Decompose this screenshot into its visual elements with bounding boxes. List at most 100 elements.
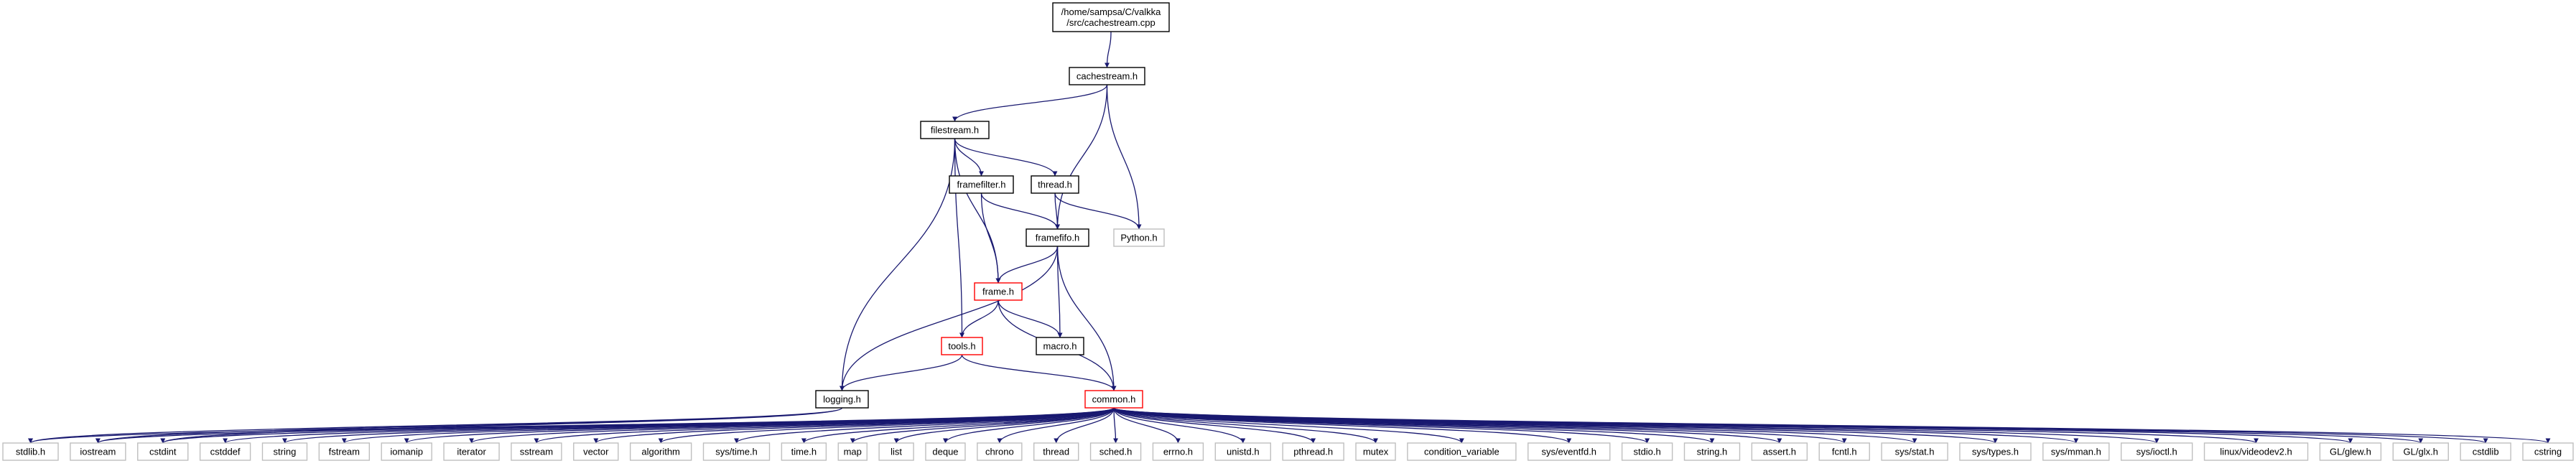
node-sysstat: sys/stat.h: [1881, 442, 1948, 461]
node-label: sched.h: [1099, 447, 1133, 457]
node-box: [1881, 442, 1948, 461]
node-box: [941, 337, 983, 355]
edge-common-to-eventfd: [1113, 407, 1572, 444]
edge-framefilter-to-framefifo: [980, 192, 1060, 230]
node-box: [629, 442, 692, 461]
node-label: /home/sampsa/C/valkka: [1061, 6, 1161, 17]
node-label: GL/glx.h: [2404, 447, 2438, 457]
node-filestream[interactable]: filestream.h: [920, 121, 990, 139]
node-label: string.h: [1697, 447, 1728, 457]
node-box: [1026, 228, 1089, 247]
node-label: sys/stat.h: [1895, 447, 1935, 457]
node-label: cachestream.h: [1077, 71, 1138, 82]
node-label: sys/mman.h: [2051, 447, 2101, 457]
edge-filestream-to-framefilter: [954, 138, 984, 177]
edge-thread-to-framefifo: [1054, 192, 1060, 230]
node-box: [781, 442, 827, 461]
node-box: [70, 442, 126, 461]
node-label: /src/cachestream.cpp: [1066, 17, 1156, 28]
node-systypes: sys/types.h: [1959, 442, 2032, 461]
edge-filestream-to-tools: [954, 138, 964, 338]
node-label: cstring: [2534, 447, 2562, 457]
node-root[interactable]: /home/sampsa/C/valkka/src/cachestream.cp…: [1052, 2, 1170, 32]
node-threadstd: thread: [1033, 442, 1079, 461]
node-framefifo[interactable]: framefifo.h: [1026, 228, 1089, 247]
node-cstdlib: cstdlib: [2460, 442, 2511, 461]
node-label: time.h: [791, 447, 817, 457]
node-box: [1407, 442, 1517, 461]
edge-framefifo-to-common: [1056, 246, 1117, 391]
node-box: [1089, 442, 1142, 461]
node-cstdint: cstdint: [137, 442, 189, 461]
node-framefilter[interactable]: framefilter.h: [949, 175, 1014, 194]
node-glew: GL/glew.h: [2319, 442, 2382, 461]
node-box: [199, 442, 251, 461]
node-common[interactable]: common.h: [1084, 390, 1143, 409]
edge-thread-to-python: [1054, 192, 1142, 230]
node-list: list: [878, 442, 914, 461]
node-box: [837, 442, 868, 461]
node-unistd: unistd.h: [1214, 442, 1271, 461]
edge-common-to-errno: [1113, 407, 1181, 444]
node-errno: errno.h: [1152, 442, 1204, 461]
node-label: framefifo.h: [1036, 233, 1079, 243]
node-box: [1052, 2, 1170, 32]
node-label: iterator: [457, 447, 486, 457]
node-box: [1959, 442, 2032, 461]
edge-filestream-to-frame: [954, 138, 1001, 284]
node-cachestream[interactable]: cachestream.h: [1069, 67, 1145, 85]
node-box: [977, 442, 1023, 461]
node-box: [2042, 442, 2110, 461]
node-label: tools.h: [948, 341, 975, 352]
node-box: [1152, 442, 1204, 461]
node-sysioctl: sys/ioctl.h: [2120, 442, 2193, 461]
node-label: thread.h: [1038, 180, 1072, 190]
node-systime: sys/time.h: [702, 442, 771, 461]
node-assert: assert.h: [1751, 442, 1808, 461]
node-logging[interactable]: logging.h: [815, 390, 869, 409]
node-box: [2460, 442, 2511, 461]
node-box: [878, 442, 914, 461]
node-box: [1036, 337, 1084, 355]
node-thread[interactable]: thread.h: [1031, 175, 1079, 194]
node-box: [1113, 228, 1165, 247]
node-box: [2203, 442, 2309, 461]
node-sched: sched.h: [1089, 442, 1142, 461]
node-fstream: fstream: [318, 442, 371, 461]
edge-common-to-deque: [943, 407, 1115, 444]
node-box: [318, 442, 371, 461]
node-box: [1355, 442, 1396, 461]
node-box: [949, 175, 1014, 194]
edge-common-to-unistd: [1113, 407, 1246, 444]
edge-framefifo-to-logging: [840, 246, 1059, 391]
node-frame[interactable]: frame.h: [974, 282, 1023, 301]
node-label: Python.h: [1120, 233, 1157, 243]
node-label: linux/videodev2.h: [2220, 447, 2292, 457]
node-box: [815, 390, 869, 409]
node-cstddef: cstddef: [199, 442, 251, 461]
edge-common-to-threadstd: [1054, 407, 1115, 444]
edge-frame-to-tools: [959, 299, 999, 338]
node-label: iomanip: [390, 447, 423, 457]
node-fcntl: fcntl.h: [1818, 442, 1870, 461]
node-box: [1818, 442, 1870, 461]
node-tools[interactable]: tools.h: [941, 337, 983, 355]
node-label: GL/glew.h: [2330, 447, 2371, 457]
node-label: filestream.h: [931, 125, 979, 136]
node-label: cstdint: [149, 447, 177, 457]
node-iostream: iostream: [70, 442, 126, 461]
node-videodev: linux/videodev2.h: [2203, 442, 2309, 461]
node-label: fstream: [329, 447, 360, 457]
node-eventfd: sys/eventfd.h: [1528, 442, 1611, 461]
edge-root-to-cachestream: [1105, 31, 1112, 68]
node-label: macro.h: [1043, 341, 1077, 352]
edge-common-to-condvar: [1113, 407, 1464, 444]
node-macro[interactable]: macro.h: [1036, 337, 1084, 355]
node-box: [920, 121, 990, 139]
node-stdio: stdio.h: [1621, 442, 1673, 461]
edge-common-to-pthread: [1113, 407, 1316, 444]
node-box: [511, 442, 562, 461]
edges-layer: [28, 31, 2550, 444]
edge-common-to-sysioctl: [1113, 407, 2159, 444]
